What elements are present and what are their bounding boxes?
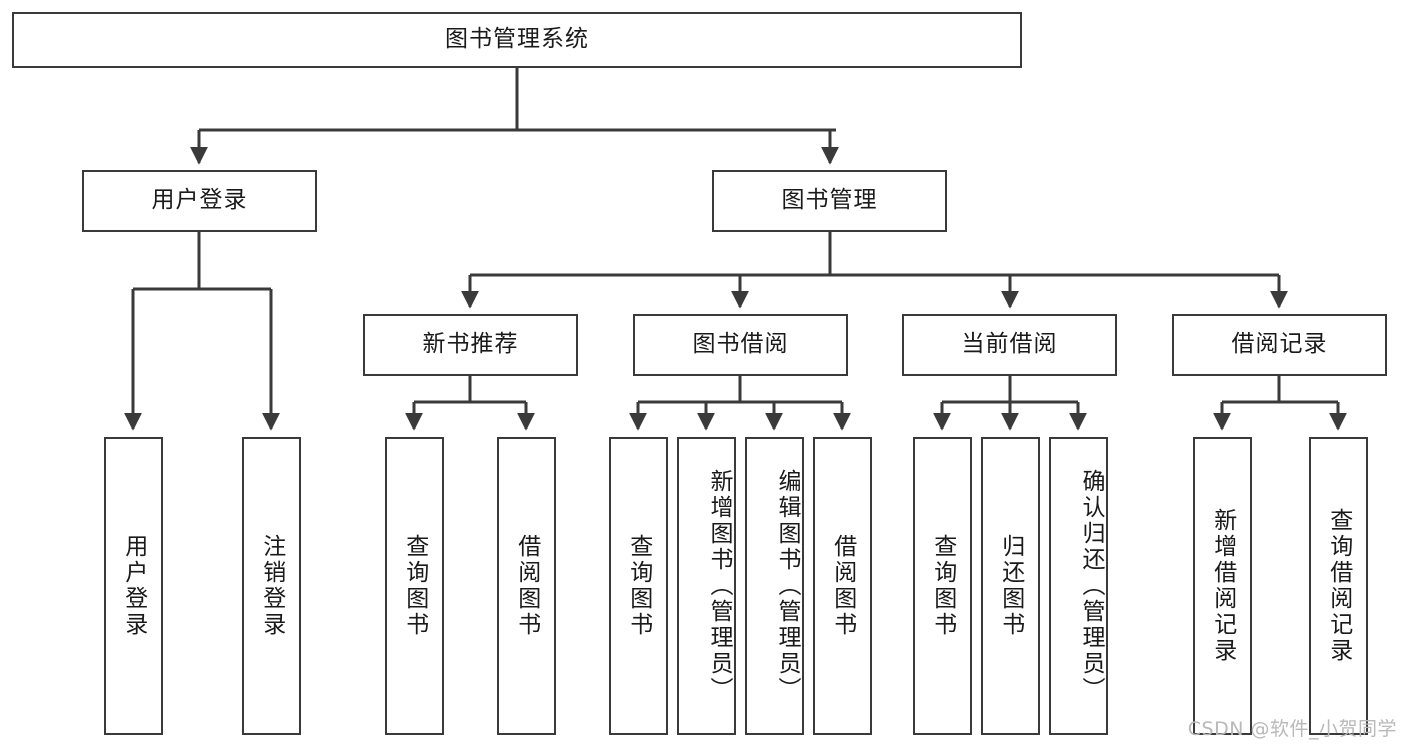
node-borrow-record[interactable]: 借阅记录 [1172, 314, 1387, 376]
node-leaf-logout-login-label: 注销登录 [258, 534, 285, 638]
node-root-label: 图书管理系统 [445, 26, 589, 53]
node-leaf-confirm-return[interactable]: 确认归还（管理员） [1049, 437, 1108, 735]
node-leaf-return-book[interactable]: 归还图书 [981, 437, 1040, 735]
node-leaf-query-book-2[interactable]: 查询图书 [609, 437, 668, 735]
node-user-login-label: 用户登录 [151, 187, 248, 214]
node-leaf-add-record[interactable]: 新增借阅记录 [1193, 437, 1252, 735]
node-leaf-return-book-label: 归还图书 [997, 534, 1024, 638]
node-leaf-add-record-label: 新增借阅记录 [1209, 508, 1236, 664]
node-leaf-user-login-label: 用户登录 [120, 534, 147, 638]
watermark: CSDN @软件_小贺同学 [1187, 718, 1397, 740]
node-leaf-logout-login[interactable]: 注销登录 [242, 437, 301, 735]
node-book-borrow[interactable]: 图书借阅 [633, 314, 848, 376]
node-leaf-query-book-3-label: 查询图书 [929, 534, 956, 638]
node-leaf-query-record-label: 查询借阅记录 [1325, 508, 1352, 664]
node-leaf-user-login[interactable]: 用户登录 [104, 437, 163, 735]
node-current-borrow-label: 当前借阅 [961, 331, 1058, 358]
node-leaf-query-book-3[interactable]: 查询图书 [913, 437, 972, 735]
node-current-borrow[interactable]: 当前借阅 [902, 314, 1117, 376]
node-leaf-confirm-return-label: 确认归还（管理员） [1078, 469, 1104, 703]
node-leaf-query-book-1[interactable]: 查询图书 [385, 437, 444, 735]
node-leaf-edit-book[interactable]: 编辑图书（管理员） [745, 437, 804, 735]
node-user-login[interactable]: 用户登录 [82, 170, 317, 232]
node-leaf-add-book-label: 新增图书（管理员） [706, 469, 732, 703]
node-leaf-query-record[interactable]: 查询借阅记录 [1309, 437, 1368, 735]
node-leaf-borrow-book-2-label: 借阅图书 [829, 534, 856, 638]
node-new-book-recommend[interactable]: 新书推荐 [363, 314, 578, 376]
node-leaf-edit-book-label: 编辑图书（管理员） [774, 469, 800, 703]
node-root[interactable]: 图书管理系统 [12, 12, 1022, 68]
node-book-management[interactable]: 图书管理 [712, 170, 947, 232]
node-leaf-borrow-book-2[interactable]: 借阅图书 [813, 437, 872, 735]
node-new-book-recommend-label: 新书推荐 [422, 331, 519, 358]
node-borrow-record-label: 借阅记录 [1231, 331, 1328, 358]
node-leaf-query-book-1-label: 查询图书 [401, 534, 428, 638]
node-book-borrow-label: 图书借阅 [692, 331, 789, 358]
node-leaf-add-book[interactable]: 新增图书（管理员） [677, 437, 736, 735]
node-leaf-query-book-2-label: 查询图书 [625, 534, 652, 638]
node-leaf-borrow-book-1-label: 借阅图书 [513, 534, 540, 638]
node-leaf-borrow-book-1[interactable]: 借阅图书 [497, 437, 556, 735]
node-book-management-label: 图书管理 [781, 187, 878, 214]
